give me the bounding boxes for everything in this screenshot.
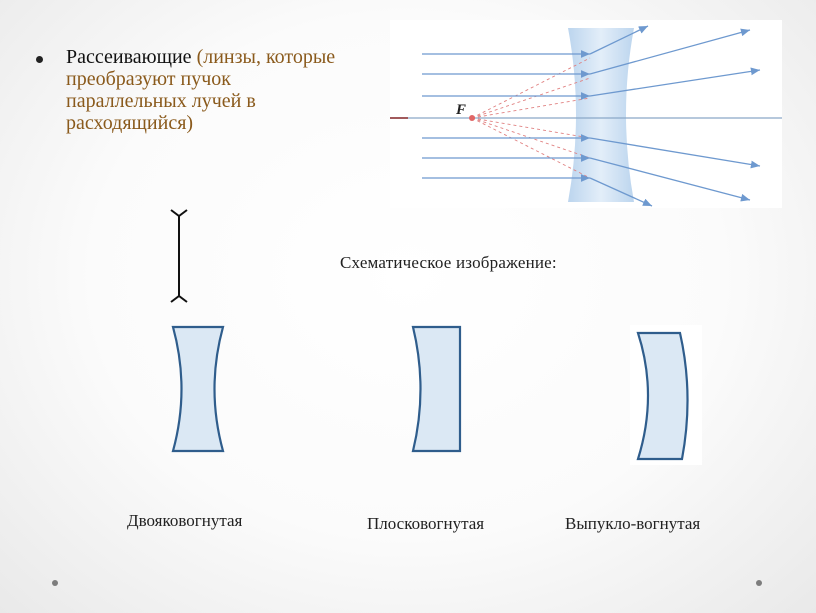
bullet-definition-4: расходящийся) xyxy=(66,112,194,134)
caption-biconcave: Двояковогнутая xyxy=(127,511,243,530)
focus-point xyxy=(469,115,475,121)
bullet-term: Рассеивающие xyxy=(66,46,192,68)
schematic-label: Схематическое изображение: xyxy=(340,253,557,272)
focus-label: F xyxy=(455,102,466,118)
bullet-definition-2: преобразуют пучок xyxy=(66,68,232,90)
bullet-text: Рассеивающие (линзы, которые преобразуют… xyxy=(66,46,376,134)
convex-concave-lens xyxy=(630,325,702,465)
diverging-lens-symbol xyxy=(170,209,188,303)
biconcave-lens xyxy=(171,325,225,453)
caption-plano-concave: Плосковогнутая xyxy=(367,514,485,533)
slide-corner-dot-left xyxy=(52,580,58,586)
incident-rays xyxy=(422,50,590,182)
plano-concave-lens xyxy=(411,325,462,453)
bullet-dot xyxy=(36,56,43,63)
bullet-definition-1: (линзы, которые xyxy=(196,46,336,68)
bullet-item: Рассеивающие (линзы, которые преобразуют… xyxy=(36,46,376,134)
bullet-definition-3: параллельных лучей в xyxy=(66,90,256,112)
refracted-rays xyxy=(589,25,761,207)
slide-corner-dot-right xyxy=(756,580,762,586)
caption-convex-concave: Выпукло-вогнутая xyxy=(565,514,701,533)
diverging-lens-ray-diagram: F xyxy=(390,20,782,208)
